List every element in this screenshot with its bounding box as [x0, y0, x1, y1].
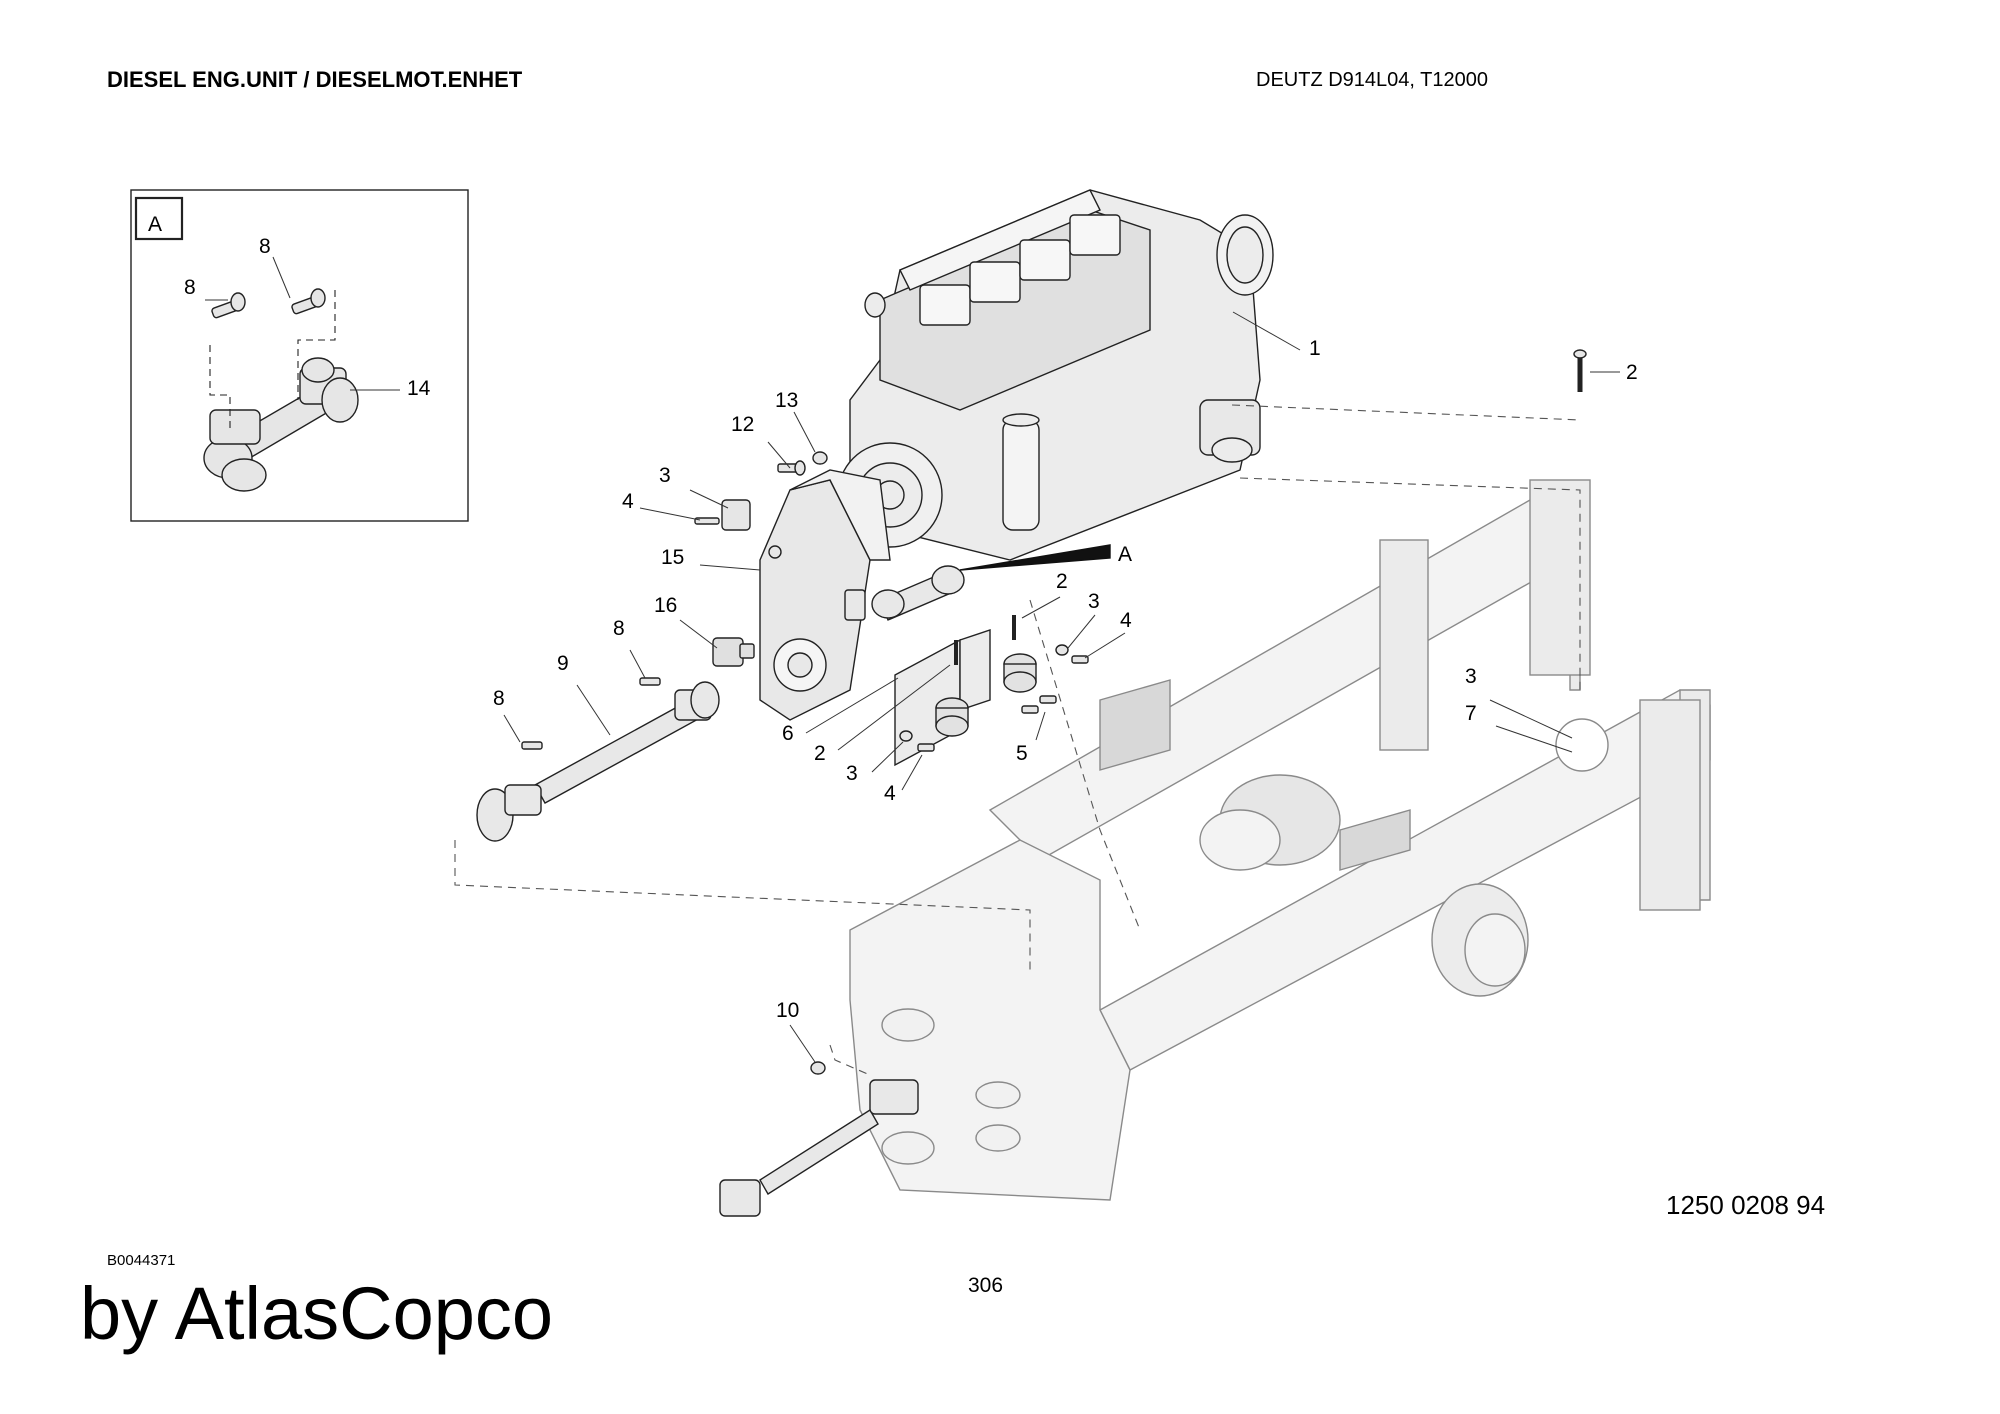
callout-4-bolt: 4 [622, 490, 634, 513]
front-drive-shaft [719, 1079, 919, 1217]
callout-7: 7 [1465, 702, 1477, 725]
callout-8-detail-b: 8 [259, 235, 271, 258]
part-number: 1250 0208 94 [1666, 1190, 1826, 1220]
machine-frame [849, 479, 1711, 1201]
callout-12: 12 [731, 413, 754, 436]
crossmember-screw [777, 460, 806, 476]
crossmember-washer [812, 451, 828, 465]
callout-1: 1 [1309, 337, 1321, 360]
callout-13: 13 [775, 389, 798, 412]
detail-callout-label: A [1118, 543, 1132, 566]
callout-3-bracket: 3 [659, 464, 671, 487]
speed-sensor [712, 637, 755, 667]
callout-8-upper: 8 [613, 617, 625, 640]
mount-washer-mid [1055, 644, 1069, 656]
mount-bolt-right-2 [1039, 695, 1057, 704]
detail-view-label: A [148, 213, 162, 236]
model-designation: DEUTZ D914L04, T12000 [1256, 69, 1488, 91]
callout-16: 16 [654, 594, 677, 617]
diesel-engine [837, 189, 1274, 561]
propeller-shaft [476, 681, 720, 842]
mount-screw-low [917, 743, 935, 752]
callout-2-top: 2 [1626, 361, 1638, 384]
callout-8-detail-a: 8 [184, 276, 196, 299]
detail-joint-shaft [203, 357, 359, 492]
callout-2-low: 2 [814, 742, 826, 765]
mount-bracket-plate [894, 629, 991, 767]
mount-washer-low [899, 730, 913, 742]
leader-lines [205, 256, 1620, 1063]
callout-4-mid: 4 [1120, 609, 1132, 632]
callout-6: 6 [782, 722, 794, 745]
callout-3-frame: 3 [1465, 665, 1477, 688]
detail-bolt-b [291, 288, 326, 315]
drawing-number: B0044371 [107, 1252, 176, 1269]
mount-screw-mid [1071, 655, 1089, 664]
callout-14: 14 [407, 377, 431, 400]
page-number: 306 [968, 1274, 1004, 1297]
gearbox-joint [871, 565, 965, 621]
detail-a-arrow [959, 544, 1111, 571]
callout-10: 10 [776, 999, 799, 1022]
callout-labels: A A 1 2 3 4 12 13 15 16 8 8 9 2 3 4 6 2 … [148, 213, 1638, 1022]
callout-5: 5 [1016, 742, 1028, 765]
callout-2-mid: 2 [1056, 570, 1068, 593]
callout-15: 15 [661, 546, 684, 569]
nut [810, 1061, 826, 1075]
transfer-gearbox [759, 469, 891, 721]
callout-8-lower: 8 [493, 687, 505, 710]
callout-4-low: 4 [884, 782, 896, 805]
rubber-mount-right [1003, 653, 1037, 693]
shaft-bolt-upper [639, 677, 661, 686]
assembly-guides [454, 404, 1581, 1076]
callout-9: 9 [557, 652, 569, 675]
brand-watermark: by AtlasCopco [80, 1272, 554, 1355]
page-title: DIESEL ENG.UNIT / DIESELMOT.ENHET [107, 67, 523, 92]
detail-view-label-box [134, 196, 184, 241]
transmission-bracket [694, 499, 751, 531]
detail-view-frame [130, 189, 469, 522]
mount-bolt-top [1573, 349, 1587, 392]
mount-bolt-right [1021, 705, 1039, 714]
callout-3-mid: 3 [1088, 590, 1100, 613]
callout-3-low: 3 [846, 762, 858, 785]
shaft-bolt-lower [521, 741, 543, 750]
frame-joint [881, 1008, 1021, 1165]
rubber-mount-left [935, 697, 969, 737]
detail-dashed-guides [209, 290, 336, 430]
detail-bolt-a [211, 292, 246, 319]
